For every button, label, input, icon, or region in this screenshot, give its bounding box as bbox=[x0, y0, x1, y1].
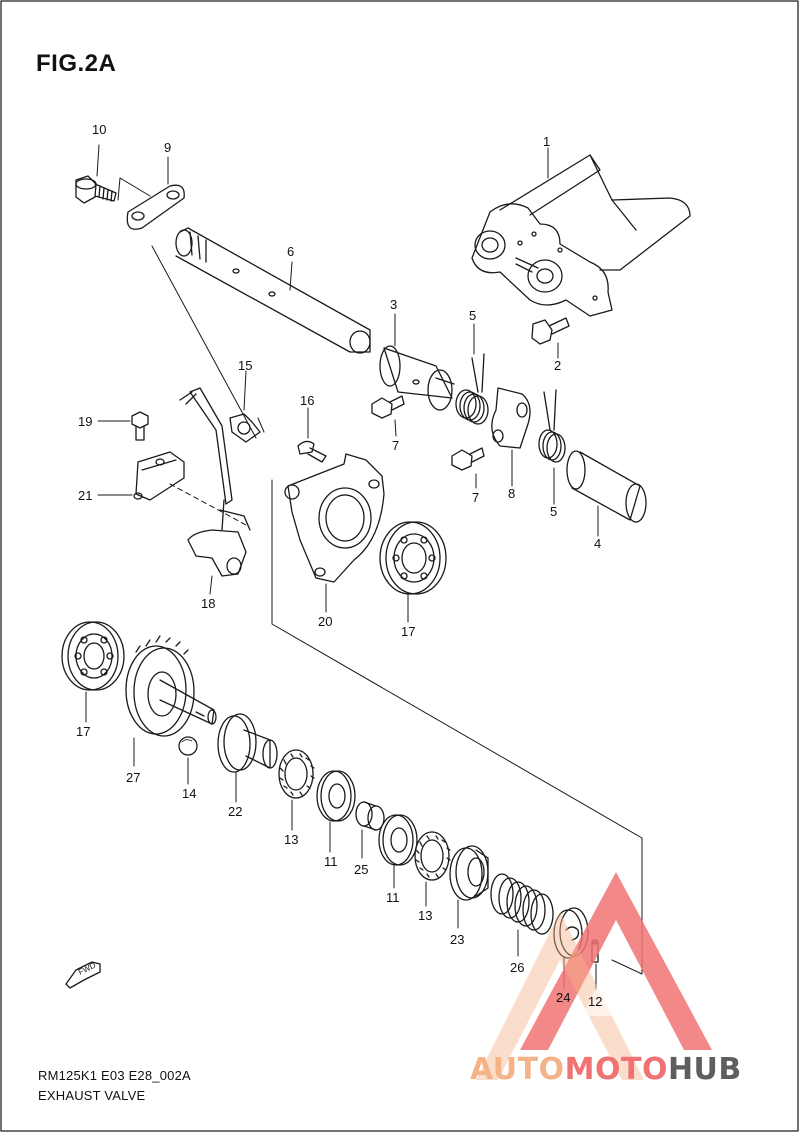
callout-26: 26 bbox=[510, 960, 524, 975]
callout-5-upper: 5 bbox=[469, 308, 476, 323]
part-19-screw bbox=[131, 411, 149, 441]
callout-18: 18 bbox=[201, 596, 215, 611]
part-27-gear bbox=[125, 635, 217, 737]
part-26-coil-spring bbox=[490, 873, 554, 935]
callout-7-lower: 7 bbox=[472, 490, 479, 505]
callout-21: 21 bbox=[78, 488, 92, 503]
callout-12: 12 bbox=[588, 994, 602, 1009]
part-1-valve bbox=[471, 154, 691, 317]
callout-11-lower: 11 bbox=[386, 890, 400, 905]
callout-14: 14 bbox=[182, 786, 196, 801]
part-6-shaft bbox=[175, 227, 371, 354]
callout-25: 25 bbox=[354, 862, 368, 877]
callout-labels: 10 9 1 6 3 5 2 15 16 19 7 8 5 21 4 18 20… bbox=[76, 122, 602, 1009]
watermark-part-3: HUB bbox=[667, 1052, 742, 1087]
part-7-screw-upper bbox=[371, 395, 405, 419]
part-17-bearing-upper bbox=[379, 521, 447, 595]
part-11-washer-lower bbox=[378, 814, 418, 866]
callout-11-upper: 11 bbox=[324, 854, 338, 869]
callout-9: 9 bbox=[164, 140, 171, 155]
part-13-needle-bearing-lower bbox=[414, 831, 451, 881]
callout-1: 1 bbox=[543, 134, 550, 149]
callout-16: 16 bbox=[300, 393, 314, 408]
footer-caption: EXHAUST VALVE bbox=[38, 1088, 146, 1103]
watermark-part-2: MOTO bbox=[564, 1052, 668, 1087]
watermark-part-1: AUTO bbox=[470, 1052, 565, 1087]
callout-3: 3 bbox=[390, 297, 397, 312]
part-20-plate bbox=[284, 453, 385, 583]
part-23-spring-seat bbox=[449, 845, 489, 901]
part-22-bushing bbox=[217, 713, 278, 773]
callout-13-upper: 13 bbox=[284, 832, 298, 847]
callout-17-lower: 17 bbox=[76, 724, 90, 739]
footer-code: RM125K1 E03 E28_002A bbox=[38, 1068, 191, 1083]
watermark-text: AUTOMOTOHUB bbox=[470, 1052, 742, 1087]
part-15-clip bbox=[229, 413, 261, 443]
part-5-spring-upper bbox=[455, 353, 489, 425]
part-25-collar bbox=[355, 801, 385, 831]
part-21-bracket bbox=[133, 451, 185, 501]
callout-27: 27 bbox=[126, 770, 140, 785]
part-18-lever bbox=[179, 387, 251, 577]
part-17-bearing-lower bbox=[61, 621, 125, 691]
part-7-screw-lower bbox=[451, 447, 485, 471]
part-10-bolt bbox=[75, 175, 117, 204]
part-11-washer-upper bbox=[316, 770, 356, 822]
callout-24: 24 bbox=[556, 990, 570, 1005]
fwd-arrow-icon: FWD bbox=[65, 961, 101, 989]
part-14-ball bbox=[178, 736, 198, 756]
part-3-sleeve bbox=[379, 345, 455, 411]
callout-15: 15 bbox=[238, 358, 252, 373]
callout-6: 6 bbox=[287, 244, 294, 259]
figure-title: FIG.2A bbox=[36, 50, 117, 77]
part-9-plate bbox=[126, 184, 185, 230]
callout-20: 20 bbox=[318, 614, 332, 629]
part-8-cam bbox=[491, 387, 531, 449]
callout-17-upper: 17 bbox=[401, 624, 415, 639]
part-16-screw bbox=[297, 440, 327, 463]
part-2-screw bbox=[531, 317, 570, 345]
callout-5-lower: 5 bbox=[550, 504, 557, 519]
callout-7-upper: 7 bbox=[392, 438, 399, 453]
callout-22: 22 bbox=[228, 804, 242, 819]
callout-10: 10 bbox=[92, 122, 106, 137]
callout-19: 19 bbox=[78, 414, 92, 429]
callout-23: 23 bbox=[450, 932, 464, 947]
part-4-roller bbox=[566, 450, 647, 523]
callout-8: 8 bbox=[508, 486, 515, 501]
callout-4: 4 bbox=[594, 536, 601, 551]
callout-13-lower: 13 bbox=[418, 908, 432, 923]
part-5-spring-lower bbox=[538, 389, 566, 463]
watermark-logo-icon bbox=[476, 872, 712, 1080]
part-13-needle-bearing-upper bbox=[278, 749, 315, 799]
callout-2: 2 bbox=[554, 358, 561, 373]
